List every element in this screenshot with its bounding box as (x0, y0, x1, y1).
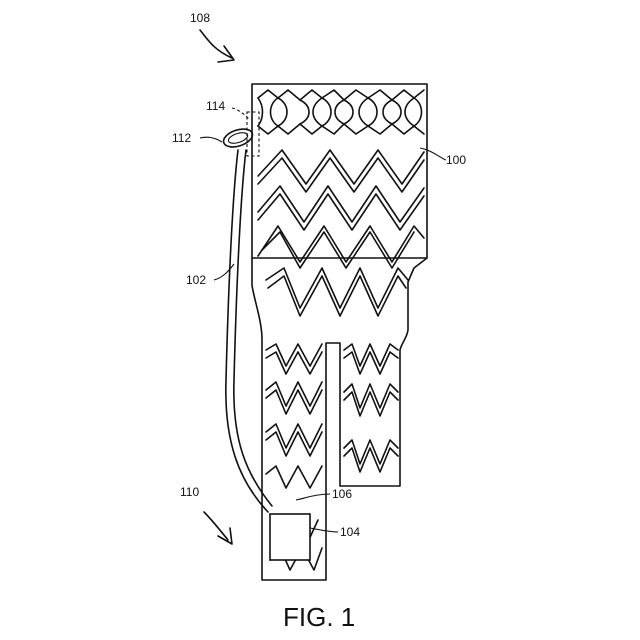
loop-ring (221, 126, 254, 150)
ref-110: 110 (180, 485, 199, 499)
ref-112: 112 (172, 131, 191, 145)
arrow-110 (204, 512, 232, 544)
arrow-108 (200, 30, 234, 62)
transition-stent-ring (266, 268, 408, 316)
ref-108: 108 (190, 11, 210, 25)
ref-106: 106 (332, 487, 352, 501)
leader-lines (200, 108, 446, 532)
ref-100: 100 (446, 153, 466, 167)
capsule (270, 514, 310, 560)
contralateral-gate-stents (344, 344, 398, 472)
figure-caption: FIG. 1 (283, 602, 355, 632)
ref-102: 102 (186, 273, 206, 287)
stent-graft-body (252, 84, 427, 580)
ref-104: 104 (340, 525, 360, 539)
main-body-stent-rings (258, 150, 424, 268)
ref-114: 114 (206, 99, 225, 113)
proximal-crown-stent (258, 90, 424, 134)
